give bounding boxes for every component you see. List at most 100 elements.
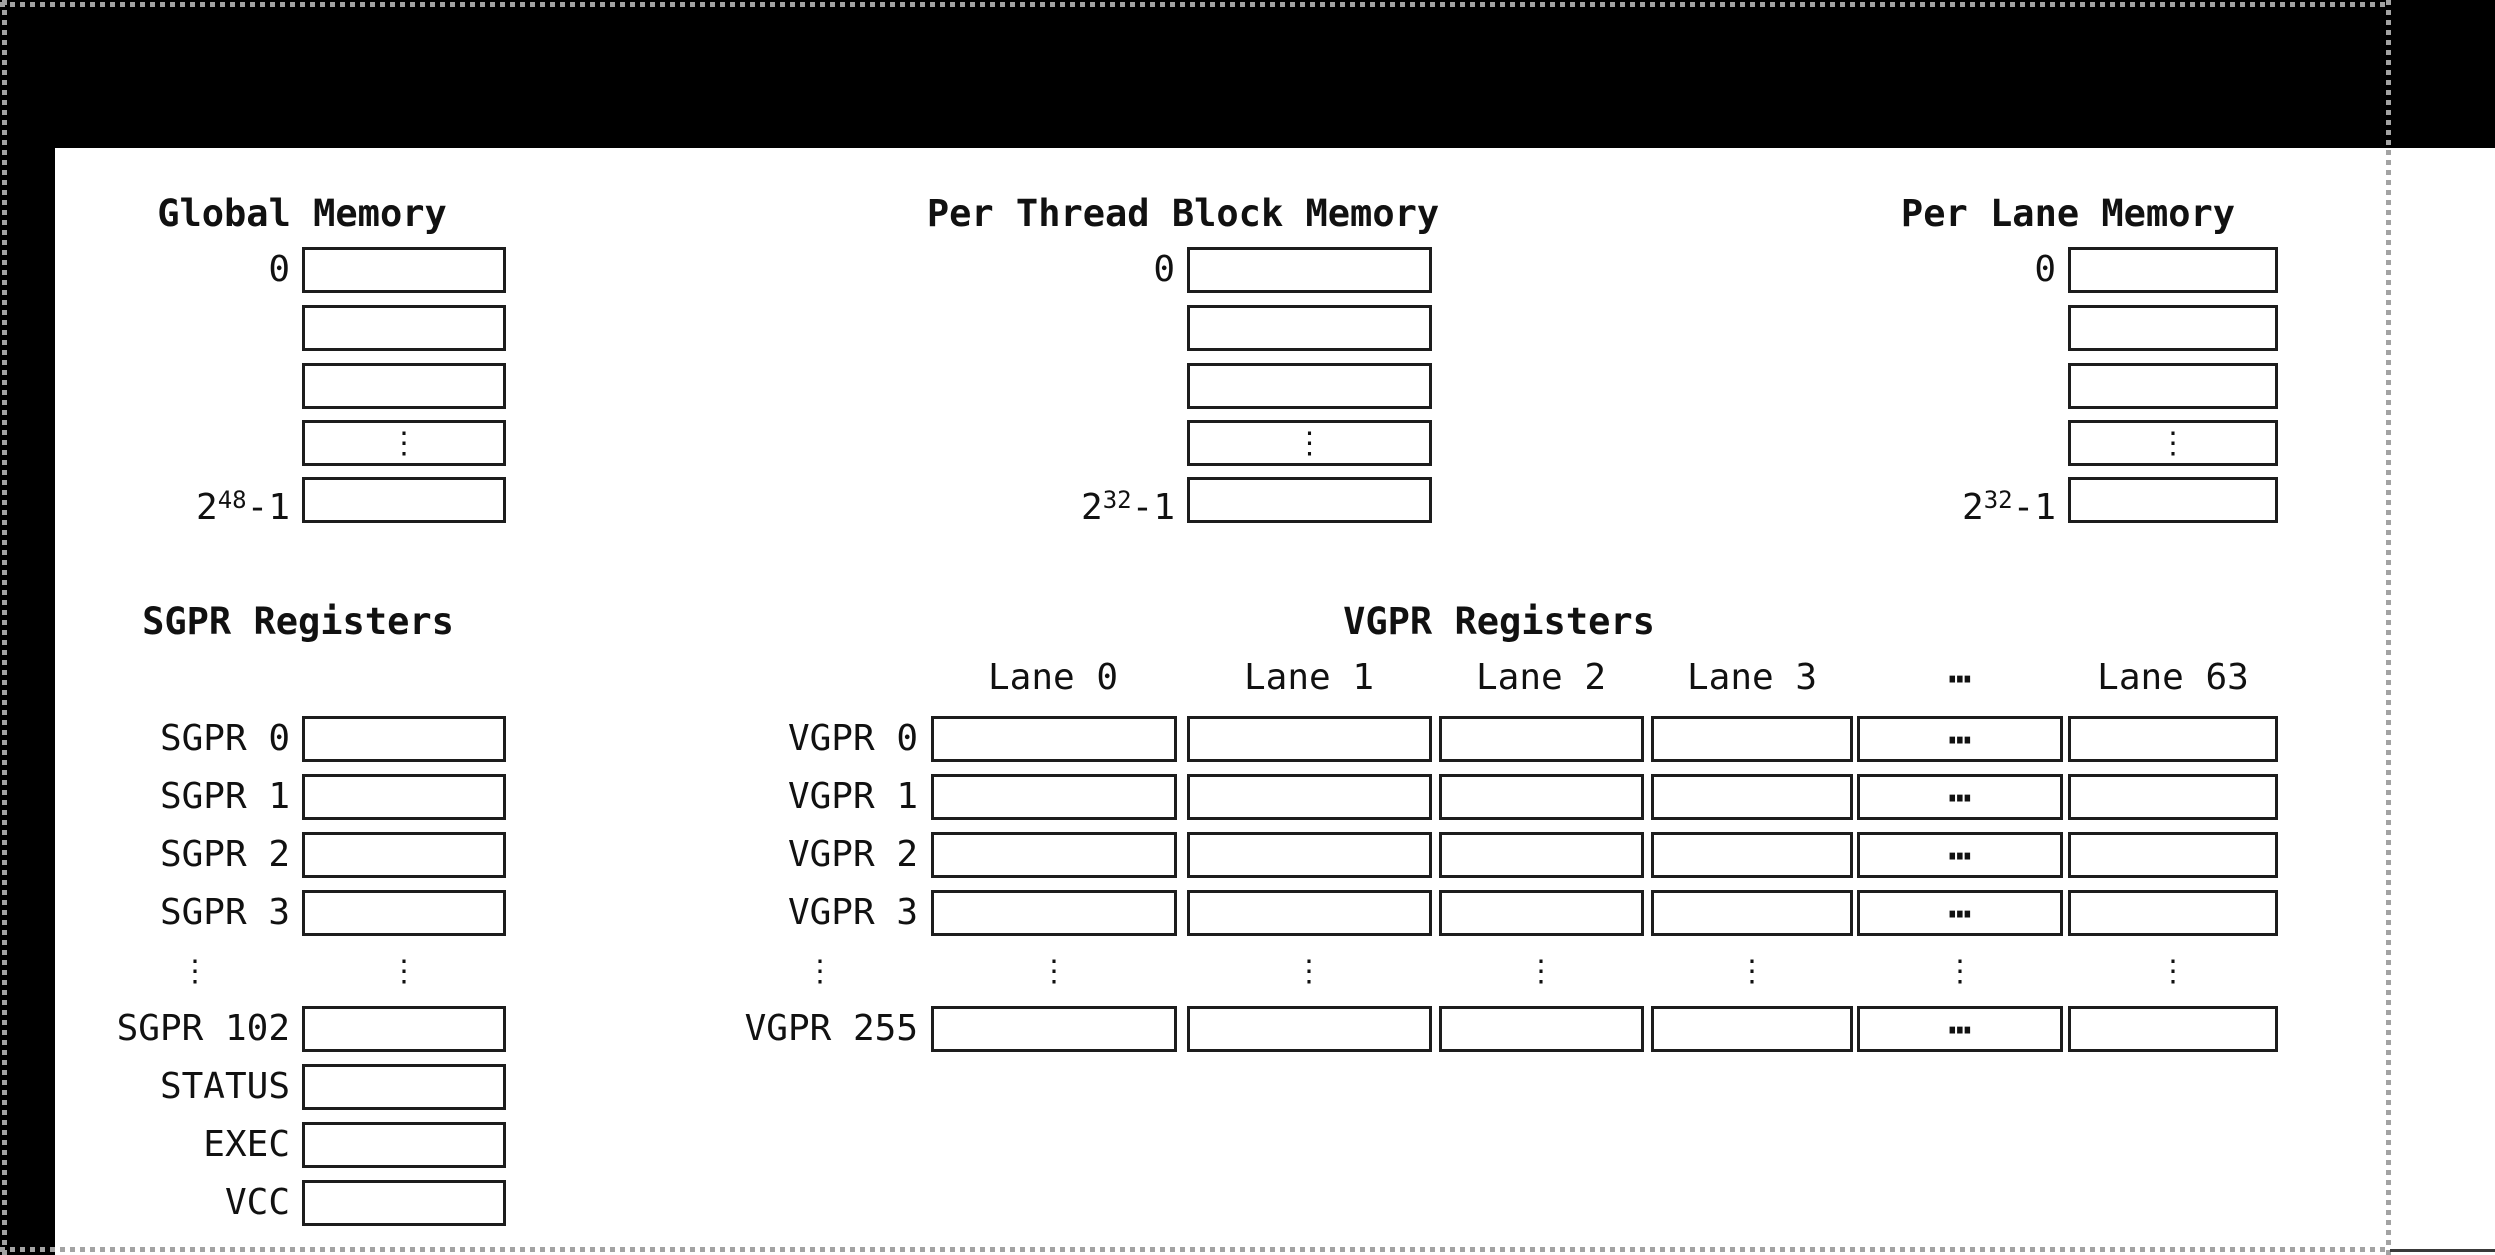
sgpr-register-box: [302, 890, 506, 936]
sgpr-register-box: [302, 774, 506, 820]
vgpr-cell: [1651, 832, 1853, 878]
vgpr-cell: [1651, 716, 1853, 762]
vgpr-cell: [1187, 774, 1432, 820]
lane-header-ellipsis: ⋯: [1948, 656, 1972, 700]
vgpr-column-ellipsis: ⋮: [1294, 954, 1324, 989]
vgpr-cell-ellipsis: ⋯: [1857, 890, 2063, 936]
memory-cell-ellipsis: ⋮: [1187, 420, 1432, 466]
address-suffix: -1: [2012, 487, 2056, 528]
vgpr-cell: [1187, 1006, 1432, 1052]
memory-cell: [1187, 305, 1432, 351]
vgpr-cell: [2068, 1006, 2278, 1052]
thread-block-memory-top-address: 0: [1153, 249, 1175, 290]
vcc-register-label: VCC: [224, 1182, 290, 1223]
vgpr-row-label: VGPR 255: [744, 1008, 918, 1049]
vgpr-cell: [1439, 832, 1644, 878]
vgpr-cell: [1439, 716, 1644, 762]
selection-border-left: [2, 0, 7, 1255]
address-base: 2: [196, 487, 218, 528]
status-register-label: STATUS: [159, 1066, 290, 1107]
global-memory-bottom-address: 248-1: [50, 477, 290, 528]
global-memory-top-address: 0: [268, 249, 290, 290]
memory-cell: [2068, 247, 2278, 293]
address-exponent: 32: [1983, 486, 2013, 514]
lane-header: Lane 0: [987, 657, 1119, 698]
per-lane-memory-title: Per Lane Memory: [1900, 192, 2236, 235]
vgpr-cell: [2068, 774, 2278, 820]
vgpr-cell-ellipsis: ⋯: [1857, 716, 2063, 762]
status-register-box: [302, 1064, 506, 1110]
selection-border-bottom: [0, 1247, 2390, 1252]
vgpr-cell: [1651, 1006, 1853, 1052]
vgpr-column-ellipsis: ⋮: [1039, 954, 1069, 989]
vgpr-cell: [931, 1006, 1177, 1052]
memory-cell: [302, 477, 506, 523]
memory-cell: [2068, 305, 2278, 351]
sgpr-label-ellipsis: ⋮: [180, 954, 210, 989]
global-memory-title: Global Memory: [157, 192, 447, 235]
sgpr-register-box: [302, 832, 506, 878]
selection-border-top: [0, 2, 2390, 7]
vgpr-cell: [931, 716, 1177, 762]
vgpr-cell-ellipsis: ⋯: [1857, 832, 2063, 878]
vgpr-cell: [1651, 774, 1853, 820]
selection-border-right: [2386, 0, 2391, 1255]
thread-block-memory-title: Per Thread Block Memory: [926, 192, 1440, 235]
memory-cell-ellipsis: ⋮: [302, 420, 506, 466]
vgpr-cell: [931, 832, 1177, 878]
lane-header: Lane 63: [2097, 657, 2249, 698]
lane-header: Lane 3: [1686, 657, 1818, 698]
memory-cell: [1187, 247, 1432, 293]
exec-register-label: EXEC: [203, 1124, 290, 1165]
address-base: 2: [1962, 487, 1984, 528]
vgpr-cell: [2068, 890, 2278, 936]
memory-cell: [2068, 363, 2278, 409]
address-exponent: 32: [1102, 486, 1132, 514]
vgpr-cell: [1439, 890, 1644, 936]
vgpr-row-label: VGPR 2: [787, 834, 918, 875]
vgpr-cell: [2068, 832, 2278, 878]
vgpr-cell: [1439, 774, 1644, 820]
address-exponent: 48: [217, 486, 247, 514]
vgpr-title: VGPR Registers: [1343, 600, 1655, 643]
vgpr-cell-ellipsis: ⋯: [1857, 1006, 2063, 1052]
vgpr-column-ellipsis: ⋮: [1945, 954, 1975, 989]
lane-header: Lane 2: [1475, 657, 1607, 698]
vgpr-cell: [1651, 890, 1853, 936]
per-lane-memory-bottom-address: 232-1: [1816, 477, 2056, 528]
thread-block-memory-bottom-address: 232-1: [935, 477, 1175, 528]
vgpr-cell: [931, 890, 1177, 936]
vgpr-cell: [1439, 1006, 1644, 1052]
vgpr-cell: [931, 774, 1177, 820]
sgpr-row-label: SGPR 0: [159, 718, 290, 759]
vgpr-column-ellipsis: ⋮: [1526, 954, 1556, 989]
vcc-register-box: [302, 1180, 506, 1226]
panel-bottom-edge: [2390, 1249, 2495, 1252]
memory-cell: [2068, 477, 2278, 523]
sgpr-row-label: SGPR 1: [159, 776, 290, 817]
address-suffix: -1: [1131, 487, 1175, 528]
vgpr-row-label: VGPR 1: [787, 776, 918, 817]
memory-cell-ellipsis: ⋮: [2068, 420, 2278, 466]
sgpr-row-label: SGPR 3: [159, 892, 290, 933]
vgpr-cell: [2068, 716, 2278, 762]
memory-cell: [1187, 363, 1432, 409]
sgpr-row-label: SGPR 2: [159, 834, 290, 875]
memory-cell: [1187, 477, 1432, 523]
vgpr-row-label: VGPR 0: [787, 718, 918, 759]
sgpr-register-box: [302, 1006, 506, 1052]
sgpr-register-box: [302, 716, 506, 762]
address-base: 2: [1081, 487, 1103, 528]
memory-cell: [302, 363, 506, 409]
vgpr-cell: [1187, 716, 1432, 762]
vgpr-column-ellipsis: ⋮: [1737, 954, 1767, 989]
lane-header: Lane 1: [1243, 657, 1375, 698]
memory-cell: [302, 247, 506, 293]
memory-cell: [302, 305, 506, 351]
sgpr-column-ellipsis: ⋮: [389, 954, 419, 989]
sgpr-row-label: SGPR 102: [116, 1008, 290, 1049]
address-suffix: -1: [246, 487, 290, 528]
vgpr-cell: [1187, 832, 1432, 878]
vgpr-row-label: VGPR 3: [787, 892, 918, 933]
